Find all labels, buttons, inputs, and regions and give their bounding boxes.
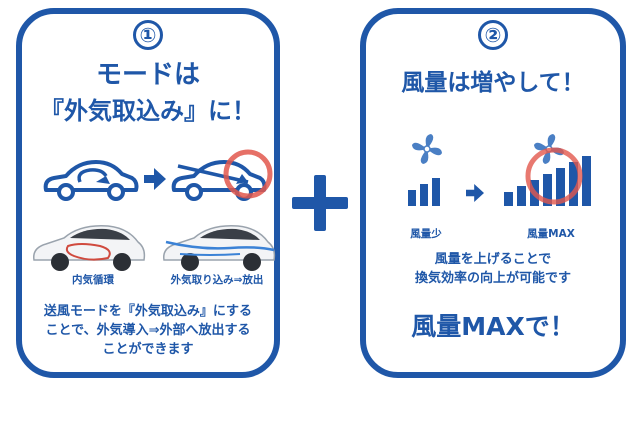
panel1-title-line2: 『外気取込み』に！ bbox=[40, 97, 256, 125]
car-photo-fresh-air bbox=[163, 225, 276, 271]
car-photo-recirculation bbox=[33, 225, 146, 271]
panel2-title: 風量は増やして！ bbox=[401, 70, 585, 96]
right-arrow-icon bbox=[144, 168, 166, 190]
fan-icon-low bbox=[412, 134, 442, 164]
fan-level-bars-low bbox=[408, 178, 440, 206]
label-fan-max: 風量MAX bbox=[527, 228, 575, 240]
right-arrow-icon-2 bbox=[466, 184, 484, 202]
panel1-body-line3: ことができます bbox=[102, 342, 194, 357]
car-fresh-air-icon bbox=[171, 149, 273, 201]
panel-fan-speed: ② 風量は増やして！ bbox=[360, 8, 626, 378]
panel1-title-line1: モードは bbox=[95, 60, 200, 90]
panel2-body-line2: 換気効率の向上が可能です bbox=[414, 271, 571, 286]
label-recirculation: 内気循環 bbox=[72, 274, 114, 286]
plus-icon bbox=[292, 175, 348, 231]
label-fan-low: 風量少 bbox=[410, 228, 442, 240]
panel2-body-line1: 風量を上げることで bbox=[434, 252, 552, 267]
step-number-2: ② bbox=[478, 20, 508, 50]
panel1-body-line1: 送風モードを『外気取込み』にする bbox=[43, 304, 253, 319]
panel-air-intake: ① モードは 『外気取込み』に！ 内気循環 外気取り込み⇒放 bbox=[16, 8, 280, 378]
panel1-body-line2: ことで、外気導入⇒外部へ放出する bbox=[45, 323, 251, 338]
car-recirculation-icon bbox=[43, 160, 139, 201]
panel2-footer: 風量MAXで！ bbox=[411, 312, 575, 341]
step-number-1: ① bbox=[133, 20, 163, 50]
label-fresh-air-release: 外気取り込み⇒放出 bbox=[170, 274, 264, 286]
fan-level-bars-max bbox=[504, 147, 591, 206]
